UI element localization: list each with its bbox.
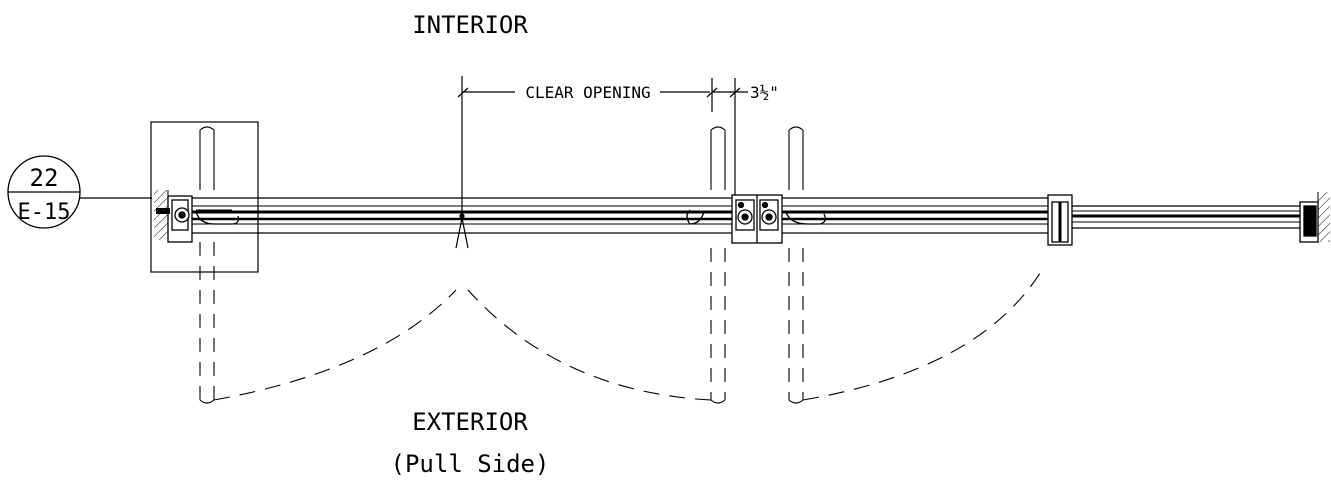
door-leaf-outlines <box>199 126 804 404</box>
left-jamb <box>156 195 193 243</box>
clear-opening-dimension <box>457 76 748 215</box>
detail-boundary-box <box>150 121 259 273</box>
right-wall-hatch <box>1318 192 1330 242</box>
door-pulls <box>195 209 826 225</box>
callout-sheet: E-15 <box>18 200 71 225</box>
sidelight-end <box>1299 201 1319 243</box>
clear-opening-label: CLEAR OPENING <box>525 83 650 102</box>
door-frame-rails <box>192 197 1318 234</box>
swing-arrows <box>455 213 469 249</box>
exterior-label: EXTERIOR <box>412 408 528 436</box>
interior-label: INTERIOR <box>412 11 528 39</box>
right-jamb <box>1047 194 1073 246</box>
center-mullion <box>731 194 783 244</box>
left-wall-hatch <box>154 190 168 240</box>
detail-callout: 22 E-15 <box>7 155 152 229</box>
door-swing-arcs <box>213 269 1043 401</box>
pull-side-label: (Pull Side) <box>391 450 550 478</box>
dimension-label: 3½" <box>750 83 779 102</box>
callout-number: 22 <box>30 164 59 192</box>
